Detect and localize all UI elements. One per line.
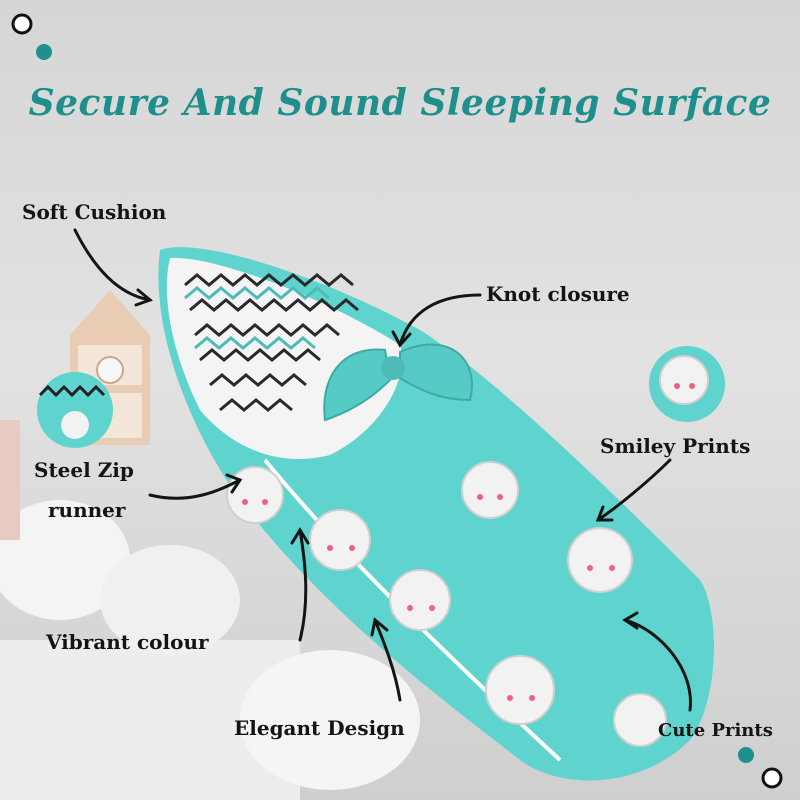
decor-dot-teal-bottom [738,747,754,763]
arrow-soft-cushion [73,228,152,302]
label-knot-closure: Knot closure [486,282,630,306]
arrow-vibrant-colour [298,528,308,642]
decor-dot-teal-top [36,44,52,60]
arrow-smiley-prints [596,458,672,522]
background-sofa [0,420,420,800]
label-elegant-design: Elegant Design [234,716,405,740]
arrow-elegant-design [373,618,402,702]
arrow-cute-prints [623,618,692,712]
label-smiley-prints: Smiley Prints [600,434,751,458]
arrow-steel-zip [148,478,242,500]
decor-dot-outline-top [11,13,33,35]
page-title: Secure And Sound Sleeping Surface [28,82,772,124]
label-runner: runner [48,498,126,522]
zoom-circle-smiley [649,346,725,422]
label-vibrant-colour: Vibrant colour [46,630,209,654]
zoom-circle-zip [37,372,113,448]
decor-dot-outline-bottom [761,767,783,789]
background-shelf [70,290,150,445]
label-soft-cushion: Soft Cushion [22,200,167,224]
baby-nest-bag [158,247,714,781]
label-steel-zip: Steel Zip [34,458,134,482]
arrow-knot-closure [398,293,482,347]
label-cute-prints: Cute Prints [658,720,773,741]
